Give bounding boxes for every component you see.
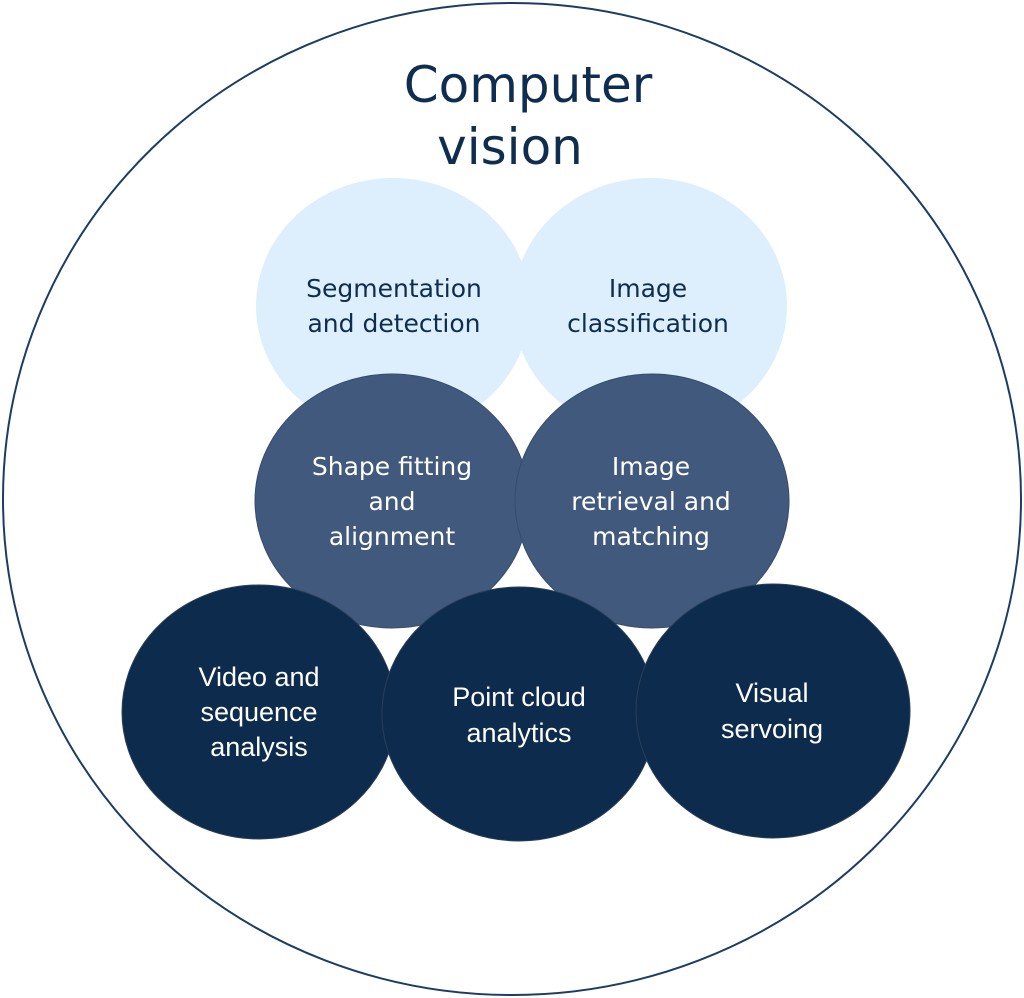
- node-point-cloud-label-2: analytics: [466, 718, 571, 748]
- node-visual-servoing-circle: [635, 583, 911, 839]
- node-retrieval-circle: [514, 373, 790, 629]
- node-point-cloud-label-1: Point cloud: [452, 682, 586, 712]
- node-segmentation-circle: [256, 178, 530, 434]
- node-segmentation-label-1: Segmentation: [306, 274, 482, 303]
- node-video-label-3: analysis: [210, 732, 308, 762]
- node-point-cloud-circle: [381, 586, 657, 842]
- node-retrieval-label-1: Image: [612, 452, 690, 481]
- node-classification-label-1: Image: [609, 274, 687, 303]
- node-classification-circle: [513, 178, 787, 434]
- node-video-label-2: sequence: [200, 697, 317, 727]
- title-line-1: Computer: [404, 56, 653, 114]
- node-classification-label-2: classification: [567, 309, 729, 338]
- node-visual-servoing-label-2: servoing: [721, 714, 823, 744]
- node-shape-fitting-label-2: and: [368, 487, 415, 516]
- node-video-label-1: Video and: [198, 662, 319, 692]
- node-visual-servoing-label-1: Visual: [735, 678, 808, 708]
- node-shape-fitting-label-1: Shape fitting: [312, 452, 472, 481]
- node-shape-fitting-label-3: alignment: [329, 522, 456, 551]
- node-segmentation-label-2: and detection: [307, 309, 480, 338]
- title-line-2: vision: [437, 118, 583, 176]
- node-retrieval-label-2: retrieval and: [571, 487, 731, 516]
- node-retrieval-label-3: matching: [592, 522, 710, 551]
